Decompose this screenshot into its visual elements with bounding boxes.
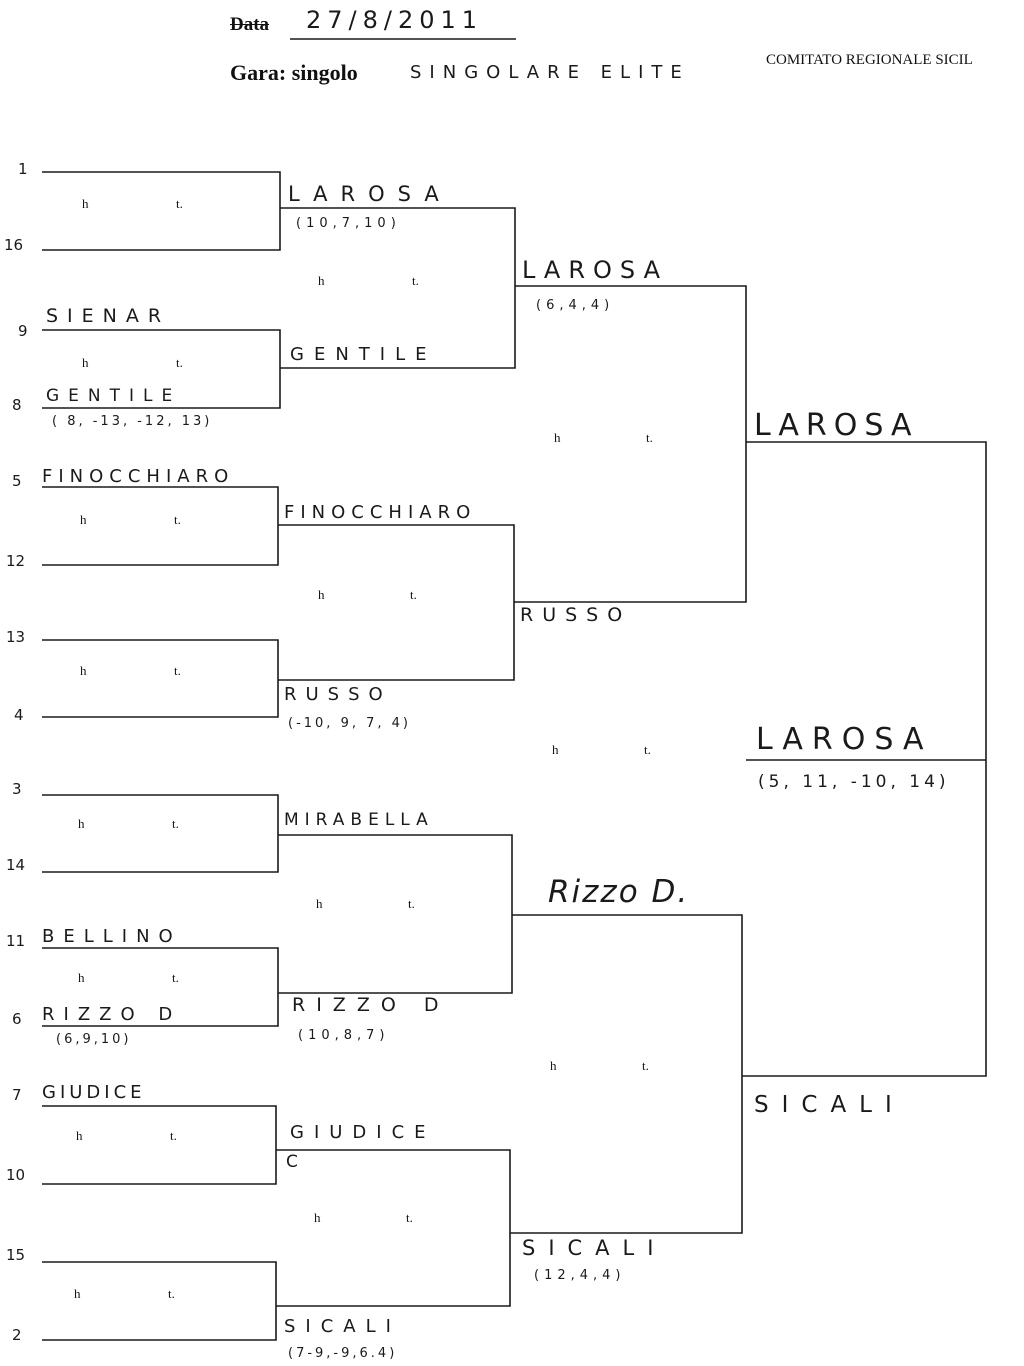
- r2-score-larosa: (10,7,10): [296, 216, 401, 231]
- r1-score-rizzo: (6,9,10): [56, 1032, 132, 1047]
- table-label: t.: [176, 196, 183, 211]
- hours-label: h: [82, 355, 89, 370]
- table-label: t.: [170, 1128, 177, 1143]
- seed-6: 6: [12, 1010, 22, 1028]
- seed-3: 3: [12, 780, 22, 798]
- seed-15: 15: [6, 1246, 26, 1264]
- seed-14: 14: [6, 856, 26, 874]
- table-label: t.: [646, 430, 653, 445]
- seed-5: 5: [12, 472, 22, 490]
- table-label: t.: [642, 1058, 649, 1073]
- seed-1: 1: [18, 160, 28, 178]
- gara-label: Gara: singolo: [230, 60, 358, 85]
- table-label: t.: [172, 970, 179, 985]
- r1-player-giudice: GIUDICE: [42, 1082, 146, 1103]
- seed-11: 11: [6, 932, 26, 950]
- r3-player-sicali: SICALI: [522, 1236, 667, 1260]
- seed-10: 10: [6, 1166, 26, 1184]
- hours-label: h: [550, 1058, 557, 1073]
- hours-label: h: [318, 587, 325, 602]
- seed-7: 7: [12, 1086, 22, 1104]
- table-label: t.: [174, 663, 181, 678]
- table-label: t.: [172, 816, 179, 831]
- r3-score-sicali: (12,4,4): [534, 1268, 626, 1283]
- hours-label: h: [78, 970, 85, 985]
- r1-player-finocchiaro: FINOCCHIARO: [42, 466, 235, 487]
- final-winner: LAROSA: [756, 722, 933, 757]
- r1-player-gentile: GENTILE: [46, 386, 182, 406]
- r3-score-larosa: (6,4,4): [536, 298, 615, 313]
- r4-player-sicali: SICALI: [754, 1092, 905, 1118]
- hours-label: h: [78, 816, 85, 831]
- r2-player-mirabella: MIRABELLA: [284, 810, 434, 830]
- r2-note: C: [286, 1152, 307, 1172]
- hours-label: h: [554, 430, 561, 445]
- r3-player-larosa: LAROSA: [522, 256, 669, 284]
- r2-player-giudice: GIUDICE: [290, 1122, 436, 1143]
- gara-value: SINGOLARE ELITE: [410, 62, 690, 83]
- table-label: t.: [176, 355, 183, 370]
- hours-label: h: [74, 1286, 81, 1301]
- table-label: t.: [406, 1210, 413, 1225]
- seed-13: 13: [6, 628, 26, 646]
- seed-4: 4: [14, 706, 24, 724]
- table-label: t.: [168, 1286, 175, 1301]
- r1-player-sienar: SIENAR: [46, 305, 171, 327]
- seed-2: 2: [12, 1326, 22, 1344]
- r2-player-sicali: SICALI: [284, 1316, 401, 1337]
- seed-8: 8: [12, 396, 22, 414]
- final-score: (5, 11, -10, 14): [758, 772, 950, 792]
- hours-label: h: [80, 512, 87, 527]
- table-label: t.: [412, 273, 419, 288]
- r3-player-rizzo: Rizzo D.: [548, 874, 690, 910]
- hours-label: h: [314, 1210, 321, 1225]
- hours-label: h: [318, 273, 325, 288]
- hours-label: h: [82, 196, 89, 211]
- table-label: t.: [644, 742, 651, 757]
- seed-9: 9: [18, 322, 28, 340]
- date-value: 27/8/2011: [306, 6, 484, 34]
- r3-player-russo: RUSSO: [520, 604, 632, 626]
- r2-score-sicali: (7-9,-9,6.4): [288, 1346, 398, 1361]
- r2-score-rizzo: (10,8,7): [298, 1028, 390, 1043]
- hours-label: h: [80, 663, 87, 678]
- seed-12: 12: [6, 552, 26, 570]
- r2-player-finocchiaro: FINOCCHIARO: [284, 502, 477, 523]
- r2-score-russo: (-10, 9, 7, 4): [288, 716, 411, 731]
- hours-label: h: [316, 896, 323, 911]
- committee-name: COMITATO REGIONALE SICIL: [766, 52, 973, 68]
- r2-player-russo: RUSSO: [284, 684, 392, 705]
- r1-player-bellino: BELLINO: [42, 926, 182, 947]
- hours-label: h: [76, 1128, 83, 1143]
- table-label: t.: [410, 587, 417, 602]
- r1-score-gentile: ( 8, -13, -12, 13): [52, 414, 213, 429]
- table-label: t.: [174, 512, 181, 527]
- seed-16: 16: [4, 236, 24, 254]
- r2-player-gentile: GENTILE: [290, 344, 437, 365]
- r4-player-larosa: LAROSA: [754, 408, 919, 443]
- hours-label: h: [552, 742, 559, 757]
- date-label: Data: [230, 14, 270, 35]
- r2-player-rizzo: RIZZO D: [292, 994, 450, 1016]
- r2-player-larosa: LAROSA: [288, 182, 452, 206]
- r1-player-rizzo: RIZZO D: [42, 1004, 182, 1025]
- table-label: t.: [408, 896, 415, 911]
